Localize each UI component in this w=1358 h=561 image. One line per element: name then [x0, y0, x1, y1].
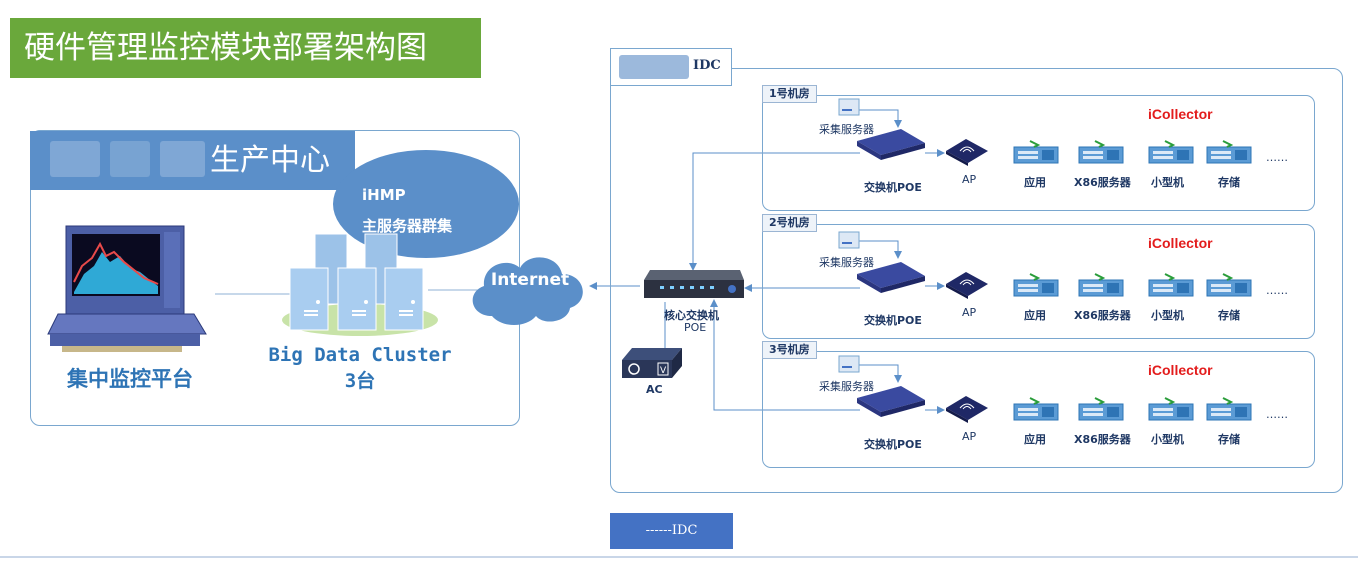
- more-devices-ellipsis: ……: [1266, 284, 1288, 297]
- core-switch-icon: [644, 270, 744, 298]
- device-icon: [1013, 140, 1059, 164]
- ap-label: AP: [962, 173, 977, 186]
- device-icon: [1148, 397, 1194, 421]
- device-icon: [1078, 140, 1124, 164]
- icollector-label: iCollector: [1148, 235, 1213, 251]
- device-icon: [1013, 397, 1059, 421]
- internet-cloud-icon: [472, 257, 583, 325]
- collect-server-icon: [838, 355, 860, 373]
- device-label: 小型机: [1151, 176, 1184, 189]
- production-center-label: 生产中心: [210, 143, 330, 178]
- switch-label: 交换机POE: [864, 314, 922, 327]
- collect-server-icon: [838, 231, 860, 249]
- ac-controller-icon: V: [622, 348, 682, 378]
- device-icon: [1013, 273, 1059, 297]
- redacted-block: [110, 141, 150, 177]
- idc-label: IDC: [693, 58, 721, 73]
- icollector-label: iCollector: [1148, 106, 1213, 122]
- device-label: 应用: [1024, 176, 1046, 189]
- ihmp-title: iHMP: [362, 186, 406, 204]
- redacted-block: [160, 141, 205, 177]
- idc-tag: IDC: [610, 48, 732, 86]
- ihmp-bubble: [333, 150, 519, 258]
- collect-server-label: 采集服务器: [819, 123, 874, 136]
- device-label: X86服务器: [1074, 433, 1131, 446]
- ac-label: AC: [646, 383, 663, 396]
- monitor-platform-label: 集中监控平台: [67, 366, 193, 391]
- page-title: 硬件管理监控模块部署架构图: [10, 18, 481, 78]
- collect-server-label: 采集服务器: [819, 256, 874, 269]
- device-label: 存储: [1218, 309, 1240, 322]
- access-point-icon: [946, 139, 988, 166]
- production-center-header: [30, 131, 355, 190]
- device-label: 存储: [1218, 176, 1240, 189]
- cluster-label: Big Data Cluster 3台: [262, 342, 458, 394]
- switch-icon: [857, 262, 925, 293]
- monitor-computer-icon: [47, 225, 207, 352]
- device-icon: [1148, 273, 1194, 297]
- core-switch-sublabel: POE: [684, 321, 707, 334]
- switch-icon: [857, 386, 925, 417]
- device-icon: [1148, 140, 1194, 164]
- more-devices-ellipsis: ……: [1266, 151, 1288, 164]
- footer-divider: [0, 556, 1358, 558]
- device-icon: [1078, 397, 1124, 421]
- device-label: 应用: [1024, 309, 1046, 322]
- cluster-name: Big Data Cluster: [268, 344, 452, 366]
- svg-text:V: V: [660, 366, 667, 376]
- switch-icon: [857, 129, 925, 160]
- server-room-box: [762, 224, 1315, 339]
- device-icon: [1206, 140, 1252, 164]
- device-label: 存储: [1218, 433, 1240, 446]
- device-label: 应用: [1024, 433, 1046, 446]
- switch-label: 交换机POE: [864, 438, 922, 451]
- redacted-block: [619, 55, 689, 79]
- core-switch-label: 核心交换机: [664, 309, 719, 322]
- ap-label: AP: [962, 430, 977, 443]
- idc-legend-tag: ------IDC: [610, 513, 733, 549]
- server-room-tag: 1号机房: [762, 85, 817, 103]
- ap-label: AP: [962, 306, 977, 319]
- device-icon: [1078, 273, 1124, 297]
- server-room-tag: 2号机房: [762, 214, 817, 232]
- server-room-box: [762, 95, 1315, 211]
- internet-label: Internet: [490, 270, 570, 290]
- idc-container: [610, 68, 1343, 493]
- device-label: 小型机: [1151, 433, 1184, 446]
- device-icon: [1206, 397, 1252, 421]
- collect-server-icon: [838, 98, 860, 116]
- redacted-block: [50, 141, 100, 177]
- device-label: X86服务器: [1074, 176, 1131, 189]
- server-cluster-icon: [282, 233, 438, 336]
- server-room-box: [762, 351, 1315, 468]
- icollector-label: iCollector: [1148, 362, 1213, 378]
- device-label: 小型机: [1151, 309, 1184, 322]
- more-devices-ellipsis: ……: [1266, 408, 1288, 421]
- access-point-icon: [946, 272, 988, 299]
- server-room-tag: 3号机房: [762, 341, 817, 359]
- collect-server-label: 采集服务器: [819, 380, 874, 393]
- switch-label: 交换机POE: [864, 181, 922, 194]
- ihmp-subtitle: 主服务器群集: [362, 217, 453, 235]
- device-icon: [1206, 273, 1252, 297]
- device-label: X86服务器: [1074, 309, 1131, 322]
- access-point-icon: [946, 396, 988, 423]
- cluster-count: 3台: [344, 370, 376, 392]
